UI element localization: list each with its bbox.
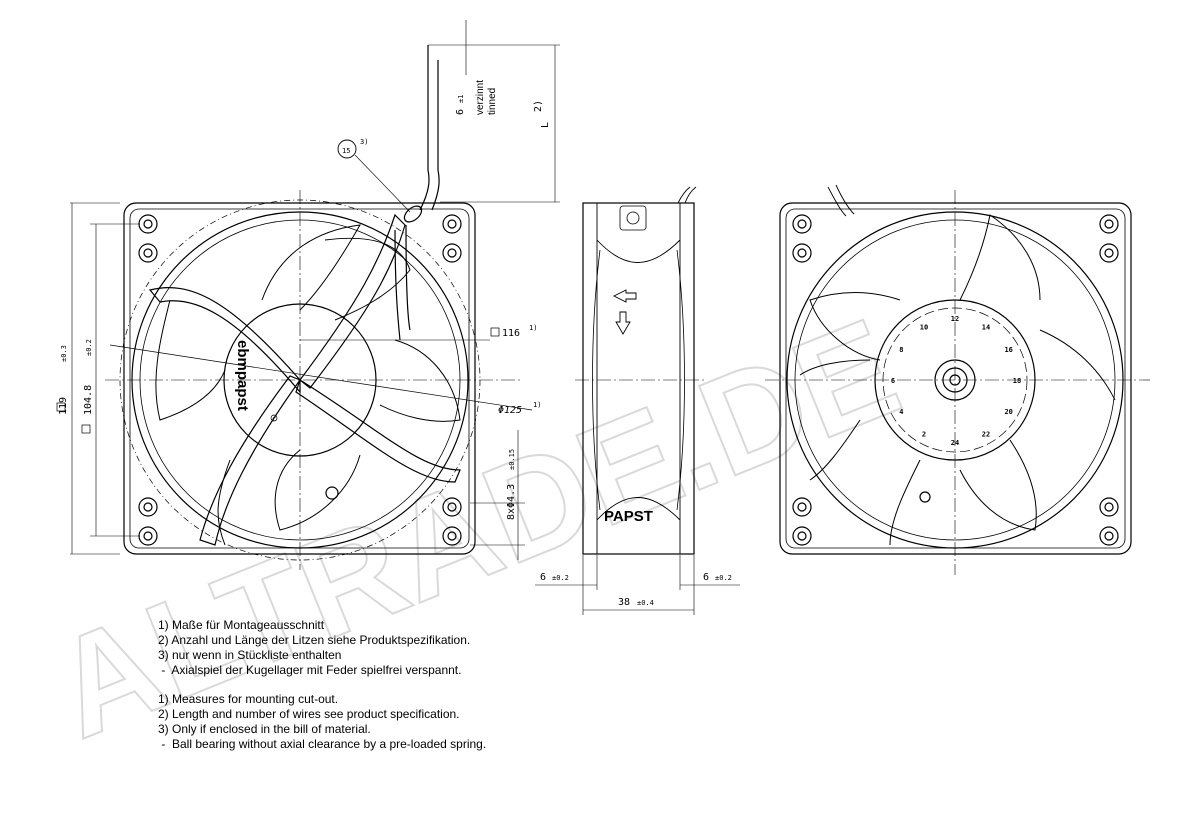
label-tinned: tinned [487, 88, 498, 115]
front-view-labels: 119 ±0.3 104.8 ±0.2 116 1) Φ125 1) 8xΦ4.… [56, 80, 551, 520]
note-en-1: 1) Measures for mounting cut-out. [158, 692, 339, 706]
dim-length-L: L [540, 122, 551, 128]
dim-104-tol: ±0.2 [85, 339, 93, 356]
side-outline [582, 202, 695, 555]
scale-number: 10 [920, 323, 928, 331]
label-verzinnt: verzinnt [475, 80, 486, 115]
side-view-labels: PAPST 6 ±0.2 6 ±0.2 38 ±0.4 [540, 508, 732, 608]
dim-lead-tol: ±1 [457, 95, 465, 103]
drain-hole [325, 486, 339, 500]
scale-number: 20 [1004, 408, 1012, 416]
front-view [70, 20, 560, 570]
dim-119: 119 [58, 397, 69, 415]
rear-view [765, 184, 1150, 575]
note-de-3: 3) nur wenn in Stückliste enthalten [158, 648, 342, 662]
scale-number: 14 [982, 323, 990, 331]
blades-rear [799, 214, 1116, 546]
diameter-leader [109, 344, 533, 411]
callout-circle [337, 139, 357, 159]
scale-number: 22 [982, 431, 990, 439]
dim-flange-right: 6 [703, 572, 709, 583]
scale-number: 6 [891, 377, 895, 385]
airflow-arrow-icon [612, 289, 637, 303]
dim-cutout-116: 116 [502, 328, 520, 339]
lead-wire-1 [419, 45, 430, 211]
side-view [535, 186, 740, 615]
small-mark-circle [270, 414, 278, 422]
lead-wire-2 [431, 60, 440, 211]
dim-holes: 8xΦ4.3 [506, 484, 517, 520]
notes-block: 1) Maße für Montageausschnitt 2) Anzahl … [158, 618, 486, 752]
mounting-holes-rear [792, 214, 1119, 546]
scale-number: 12 [951, 315, 959, 323]
note-en-4: - Ball bearing without axial clearance b… [158, 737, 487, 751]
dim-flange-left-tol: ±0.2 [552, 574, 569, 582]
blades-front [155, 224, 461, 546]
fan-frame-outline [123, 202, 476, 555]
scale-number: 24 [951, 439, 959, 447]
dim-cutout-dia-ref: 1) [533, 401, 541, 409]
scale-number: 18 [1013, 377, 1021, 385]
scale-number: 2 [922, 431, 926, 439]
scale-number: 4 [899, 408, 903, 416]
small-mark: c [272, 415, 276, 423]
rotation-arrow-icon [615, 311, 631, 335]
brand-logo: ebmpapst [234, 340, 251, 411]
scale-number: 8 [899, 346, 903, 354]
note-de-2: 2) Anzahl und Länge der Litzen siehe Pro… [158, 633, 471, 647]
note-en-2: 2) Length and number of wires see produc… [158, 707, 460, 721]
dim-depth: 38 [618, 597, 630, 608]
dim-flange-right-tol: ±0.2 [715, 574, 732, 582]
note-de-4: - Axialspiel der Kugellager mit Feder sp… [158, 663, 462, 677]
scale-number: 16 [1004, 346, 1012, 354]
rear-frame-outline [779, 202, 1132, 555]
side-brand: PAPST [604, 508, 653, 525]
note-de-1: 1) Maße für Montageausschnitt [158, 618, 325, 632]
lead-path-1 [394, 229, 401, 341]
grommet [403, 205, 423, 223]
dim-104: 104.8 [83, 385, 94, 415]
dim-depth-tol: ±0.4 [637, 599, 654, 607]
lead-path-2 [405, 224, 411, 331]
struts [148, 213, 461, 546]
dim-119-tol: ±0.3 [60, 345, 68, 362]
callout-ref: 3) [360, 138, 368, 146]
dim-lead-stripped: 6 [455, 109, 466, 115]
dim-cutout-ref: 1) [529, 324, 537, 332]
dim-cutout-dia: Φ125 [498, 405, 522, 416]
callout-number: 15 [342, 147, 350, 155]
note-en-3: 3) Only if enclosed in the bill of mater… [158, 722, 371, 736]
dim-flange-left: 6 [540, 572, 546, 583]
dim-length-ref: 2) [533, 100, 544, 112]
dim-holes-tol: ±0.15 [508, 449, 516, 470]
